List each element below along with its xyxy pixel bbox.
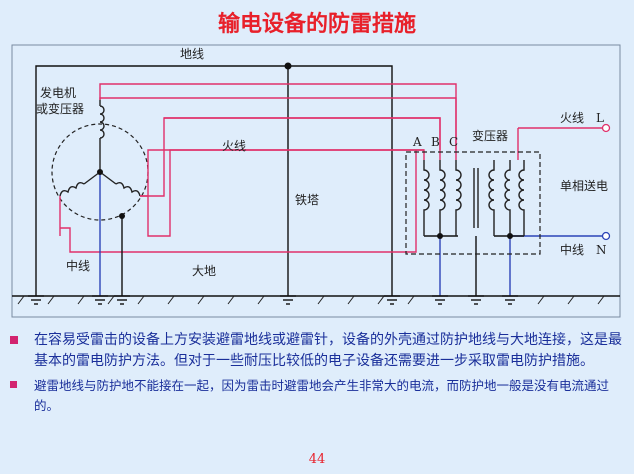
ground-wire: [35, 65, 393, 296]
ground-symbols: [28, 295, 518, 305]
label-phase-c: C: [449, 135, 458, 149]
diagram-frame: [11, 44, 621, 318]
label-earth: 大地: [192, 264, 216, 278]
bullet-text: 在容易受雷击的设备上方安装避雷地线或避雷针，设备的外壳通过防护地线与大地连接，这…: [34, 332, 622, 369]
ground-legs: [121, 216, 524, 296]
label-fire-line-mid: 火线: [222, 139, 246, 153]
label-generator-1: 发电机: [40, 85, 76, 100]
transformer-coils: [423, 160, 525, 236]
bullet-square-icon: [10, 381, 17, 388]
page-title: 输电设备的防雷措施: [217, 11, 416, 37]
bullet-item: 在容易受雷击的设备上方安装避雷地线或避雷针，设备的外壳通过防护地线与大地连接，这…: [8, 330, 628, 372]
label-transformer: 变压器: [472, 128, 508, 143]
phase-lines: [99, 83, 457, 196]
fire-lines: [59, 97, 602, 253]
label-neutral-N: 中线 N: [560, 242, 607, 257]
terminal-N: [601, 231, 611, 241]
bullet-square-icon: [10, 336, 18, 344]
label-ground-wire: 地线: [180, 47, 204, 61]
bullet-text: 避雷地线与防护地不能接在一起，因为雷击时避雷地会产生非常大的电流，而防护地一般是…: [34, 378, 610, 413]
label-phase-a: A: [412, 135, 422, 149]
lightning-protection-diagram: 地线 发电机 或变压器 火线 铁塔 中线 大地 变压器 A B C 火线 L 单…: [11, 44, 621, 318]
junction-dots: [97, 169, 513, 239]
bullet-list: 在容易受雷击的设备上方安装避雷地线或避雷针，设备的外壳通过防护地线与大地连接，这…: [8, 330, 628, 416]
label-fire-line-L: 火线 L: [560, 111, 604, 125]
label-phase-b: B: [431, 135, 440, 149]
generator-windings: [59, 100, 141, 197]
terminal-L: [601, 123, 611, 133]
transformer-box: [405, 151, 541, 255]
label-tower: 铁塔: [295, 193, 319, 207]
neutral-lines: [99, 172, 602, 296]
label-generator-2: 或变压器: [36, 101, 84, 116]
bullet-item: 避雷地线与防护地不能接在一起，因为雷击时避雷地会产生非常大的电流，而防护地一般是…: [8, 376, 628, 416]
label-single-phase: 单相送电: [560, 178, 608, 193]
page-number: 44: [308, 452, 326, 467]
earth-hatching: [17, 295, 605, 305]
label-neutral: 中线: [66, 258, 90, 273]
